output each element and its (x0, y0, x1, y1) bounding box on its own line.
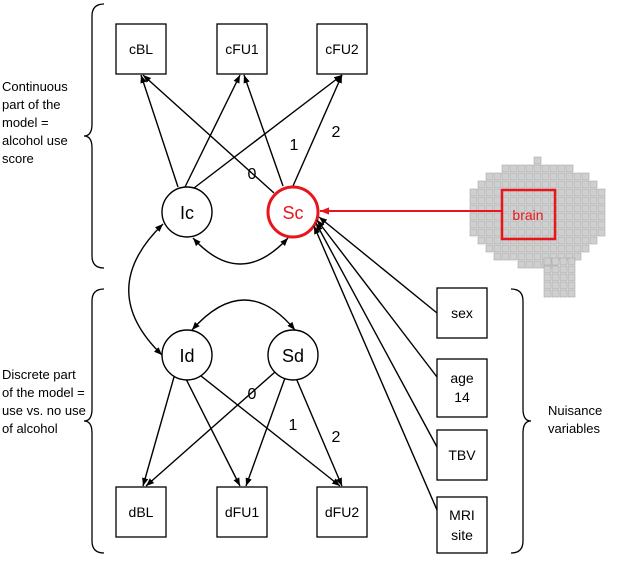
cov-Ic-Id (128, 223, 164, 356)
brace-nuisance (510, 288, 532, 554)
path-Sd-dBL (145, 371, 276, 487)
label-cBL: cBL (129, 41, 153, 57)
latent-Ic (161, 186, 213, 238)
nuisance-variables-label: Nuisance variables (548, 403, 603, 436)
path-Sd-dFU1 (245, 377, 286, 487)
latent-Id (161, 329, 213, 381)
loading-c-2: 2 (332, 124, 341, 141)
box-cBL (115, 23, 167, 75)
box-cFU2 (316, 23, 368, 75)
label-age-2: 14 (454, 389, 470, 405)
box-cFU1 (216, 23, 268, 75)
discrete-part-label: Discrete part of the model = use vs. no … (2, 367, 86, 436)
latent-Sd (267, 329, 319, 381)
label-MRI-2: site (451, 527, 473, 543)
label-dBL: dBL (129, 504, 154, 520)
label-cFU2: cFU2 (325, 41, 359, 57)
label-TBV: TBV (448, 447, 476, 463)
loading-d-1: 1 (289, 417, 298, 434)
path-TBV-Sc (315, 222, 438, 448)
continuous-part-label: Continuous part of the model = alcohol u… (2, 79, 68, 166)
label-Id: Id (179, 346, 194, 366)
loading-d-0: 0 (248, 386, 257, 403)
label-dFU2: dFU2 (325, 504, 359, 520)
cov-Ic-Sc (192, 237, 289, 265)
path-Sc-cFU2 (292, 74, 343, 187)
path-Sd-dFU2 (295, 377, 343, 487)
brace-discrete (83, 288, 105, 554)
path-Ic-cFU2 (193, 74, 343, 189)
path-Id-dFU1 (185, 378, 241, 487)
path-Sc-cBL (142, 74, 275, 194)
latent-Sc (266, 185, 320, 239)
brace-continuous (83, 3, 105, 269)
path-Ic-cBL (140, 74, 179, 188)
path-Sc-cFU1 (243, 74, 284, 187)
box-dFU2 (316, 486, 368, 538)
label-cFU1: cFU1 (225, 41, 259, 57)
brain-label: brain (512, 207, 543, 223)
loading-c-1: 1 (290, 137, 299, 154)
box-dBL (115, 486, 167, 538)
loading-c-0: 0 (248, 166, 257, 183)
path-sex-Sc (318, 216, 438, 314)
label-dFU1: dFU1 (225, 504, 259, 520)
label-MRI-1: MRI (449, 507, 475, 523)
box-TBV (436, 429, 488, 481)
box-MRI (436, 496, 488, 554)
brain-icon (469, 156, 606, 298)
label-Ic: Ic (180, 203, 194, 223)
path-Id-dBL (142, 376, 175, 487)
label-Sc: Sc (282, 203, 303, 223)
box-sex (436, 287, 488, 339)
path-MRI-Sc (313, 225, 438, 511)
box-age (436, 358, 488, 418)
box-dFU1 (216, 486, 268, 538)
label-sex: sex (451, 305, 473, 321)
loading-d-2: 2 (332, 429, 341, 446)
path-age-Sc (316, 219, 438, 378)
path-Id-dFU2 (195, 371, 341, 487)
label-age-1: age (450, 370, 474, 386)
path-Ic-cFU1 (184, 74, 241, 188)
label-Sd: Sd (282, 346, 304, 366)
brain-roi-box (500, 188, 557, 241)
cov-Id-Sd (191, 299, 296, 331)
